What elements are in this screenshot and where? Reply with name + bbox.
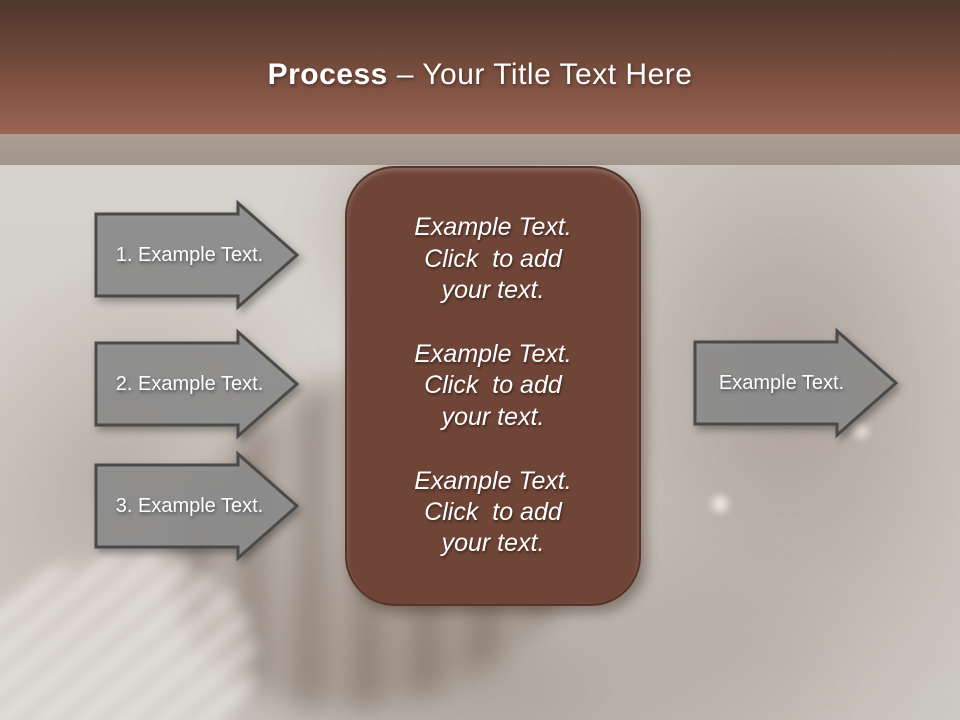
panel-line: Example Text. <box>414 213 572 242</box>
arrow-right-shape-icon <box>693 327 899 439</box>
panel-text-block[interactable]: Example Text. Click to add your text. <box>414 212 571 306</box>
process-arrow-1[interactable]: 1. Example Text. <box>94 199 300 311</box>
panel-line: your text. <box>441 529 545 558</box>
arrow-label: 1. Example Text. <box>115 243 264 266</box>
arrow-right-shape-icon <box>94 450 300 562</box>
divider-strip <box>0 134 960 165</box>
panel-line: Click to add <box>424 371 562 400</box>
process-arrow-output[interactable]: Example Text. <box>693 327 899 439</box>
panel-text-block[interactable]: Example Text. Click to add your text. <box>414 339 571 433</box>
panel-line: Example Text. <box>414 466 572 495</box>
background-glint <box>706 492 734 516</box>
arrow-right-shape-icon <box>94 328 300 440</box>
arrow-label: 2. Example Text. <box>115 372 264 395</box>
arrow-label: Example Text. <box>718 371 845 394</box>
content-panel[interactable]: Example Text. Click to add your text. Ex… <box>345 166 641 606</box>
process-arrow-3[interactable]: 3. Example Text. <box>94 450 300 562</box>
arrow-right-shape-icon <box>94 199 300 311</box>
panel-line: your text. <box>441 275 545 304</box>
slide-title-regular: – Your Title Text Here <box>396 58 693 91</box>
title-bar <box>0 0 960 134</box>
slide-title-bold: Process <box>267 58 388 91</box>
panel-line: Example Text. <box>414 340 572 369</box>
panel-line: Click to add <box>424 498 562 527</box>
arrow-label: 3. Example Text. <box>115 494 264 517</box>
panel-line: Click to add <box>424 244 562 273</box>
panel-text-block[interactable]: Example Text. Click to add your text. <box>414 466 571 560</box>
slide-title[interactable]: Process – Your Title Text Here <box>0 0 960 134</box>
panel-line: your text. <box>441 402 545 431</box>
process-arrow-2[interactable]: 2. Example Text. <box>94 328 300 440</box>
